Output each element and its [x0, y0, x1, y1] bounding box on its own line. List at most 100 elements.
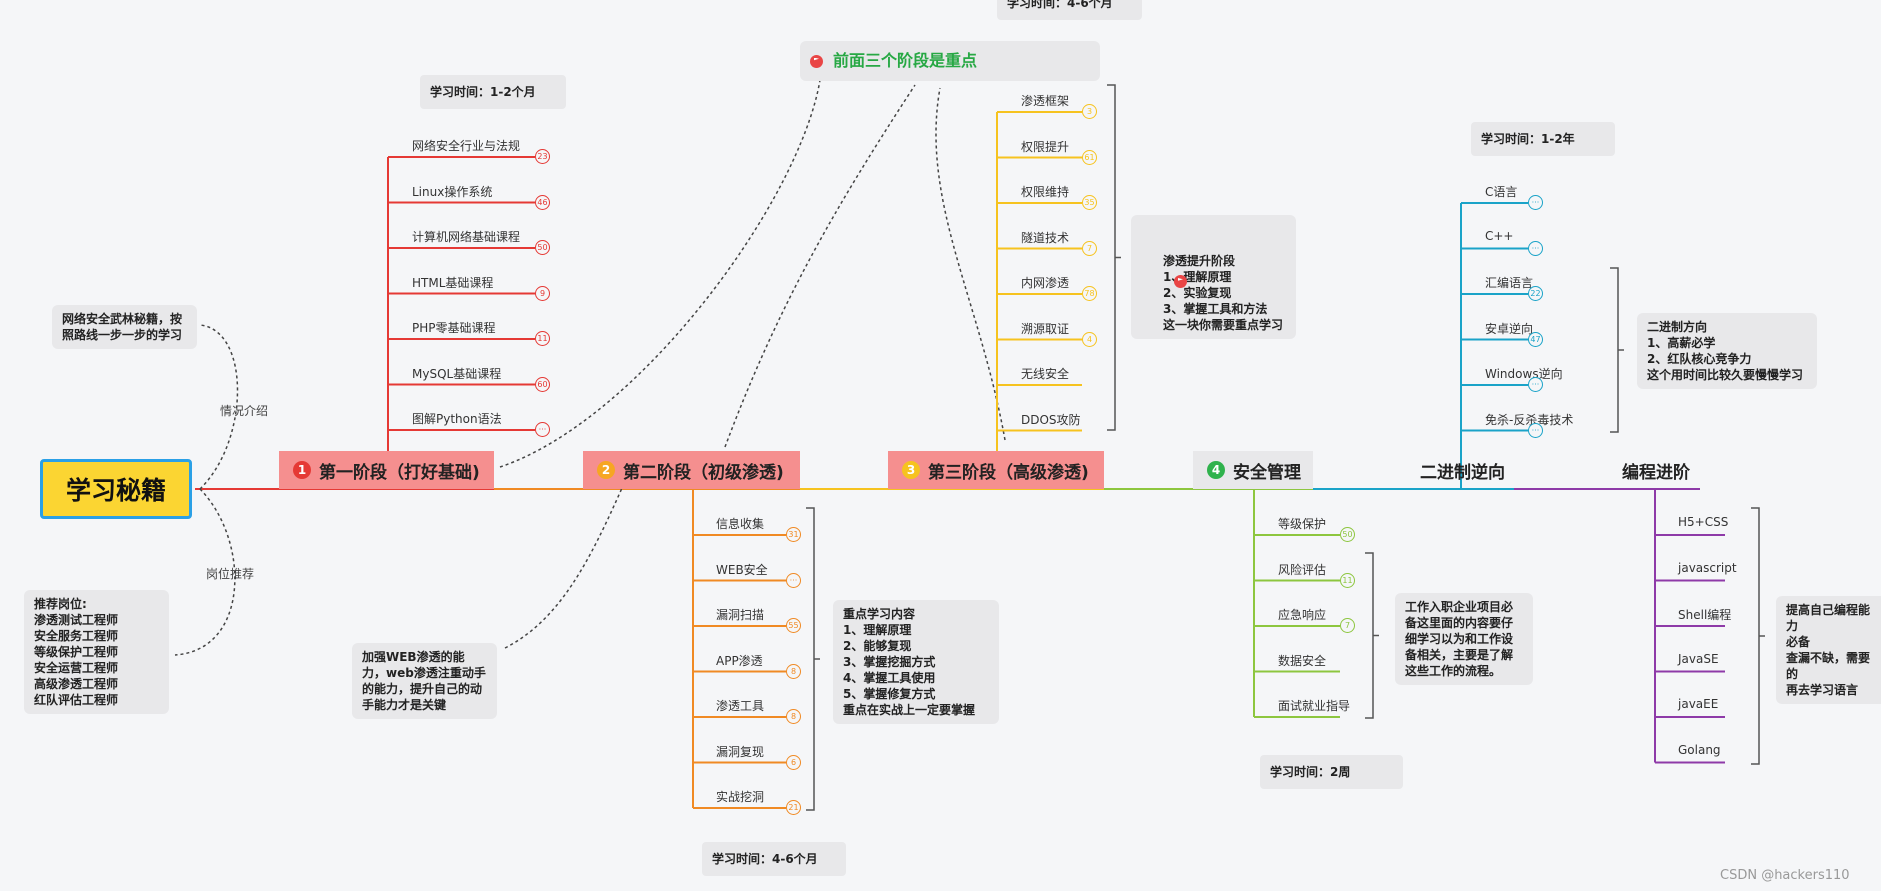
reverse-item[interactable]: 安卓逆向 — [1485, 321, 1534, 336]
stage1-item[interactable]: 计算机网络基础课程 — [412, 230, 521, 244]
stage4-item[interactable]: 应急响应 — [1278, 608, 1327, 622]
stage4-time: 学习时间：2周 — [1260, 755, 1403, 789]
reverse-count-badge[interactable]: ··· — [1528, 240, 1543, 256]
reverse-node[interactable]: 二进制逆向 — [1420, 463, 1505, 483]
stage1-node[interactable]: 1 第一阶段（打好基础) — [279, 451, 494, 489]
stage1-count-badge[interactable]: 23 — [535, 149, 550, 164]
reverse-item[interactable]: Windows逆向 — [1485, 367, 1563, 381]
stage3-item[interactable]: 无线安全 — [1021, 367, 1070, 381]
stage2-summary: 重点学习内容 1、理解原理 2、能够复现 3、掌握挖掘方式 4、掌握工具使用 5… — [833, 600, 999, 724]
stage4-item[interactable]: 等级保护 — [1278, 517, 1327, 531]
reverse-item[interactable]: C语言 — [1485, 185, 1518, 199]
stage2-item[interactable]: 信息收集 — [716, 517, 765, 531]
stage3-item[interactable]: 权限提升 — [1021, 139, 1070, 154]
reverse-item[interactable]: 免杀-反杀毒技术 — [1485, 412, 1574, 427]
highlight-note: 前面三个阶段是重点 — [800, 41, 1100, 81]
stage1-count-badge[interactable]: 60 — [535, 376, 550, 392]
programming-item[interactable]: Shell编程 — [1678, 608, 1732, 622]
stage1-count-badge[interactable]: 9 — [535, 285, 550, 301]
stage2-time: 学习时间：4-6个月 — [702, 842, 846, 876]
programming-item[interactable]: javaEE — [1678, 697, 1719, 711]
stage3-title: 第三阶段（高级渗透) — [928, 462, 1089, 483]
stage4-count-badge[interactable]: 11 — [1340, 572, 1355, 588]
stage4-count-badge[interactable]: 50 — [1340, 527, 1355, 542]
reverse-count-badge[interactable]: ··· — [1528, 377, 1543, 392]
programming-item[interactable]: javascript — [1678, 560, 1737, 575]
stage2-item[interactable]: WEB安全 — [716, 562, 768, 577]
programming-item[interactable]: JavaSE — [1678, 651, 1719, 666]
programming-summary: 提高自己编程能力 必备 查漏不缺，需要的 再去学习语言 — [1776, 596, 1881, 704]
stage1-item[interactable]: 网络安全行业与法规 — [412, 139, 521, 153]
stage3-count-badge[interactable]: 61 — [1082, 149, 1097, 165]
stage1-item[interactable]: HTML基础课程 — [412, 275, 494, 290]
stage2-count-badge[interactable]: 8 — [786, 663, 801, 679]
stage1-count-badge[interactable]: ··· — [535, 422, 550, 437]
stage1-count-badge[interactable]: 46 — [535, 194, 550, 210]
stage4-item[interactable]: 数据安全 — [1278, 653, 1327, 668]
stage3-item[interactable]: 渗透框架 — [1021, 94, 1070, 108]
stage2-item[interactable]: 渗透工具 — [716, 699, 765, 713]
stage2-note-dash — [504, 487, 623, 649]
stage2-number-icon: 2 — [597, 461, 615, 479]
stage3-highlight-dash — [935, 87, 1006, 441]
reverse-item[interactable]: C++ — [1485, 228, 1514, 243]
stage2-side-note: 加强WEB渗透的能 力，web渗透注重动手 的能力，提升自己的动 手能力才是关键 — [352, 643, 497, 719]
stage1-time: 学习时间：1-2个月 — [420, 75, 566, 109]
stage3-count-badge[interactable]: 3 — [1082, 104, 1097, 119]
stage4-bracket — [1365, 552, 1374, 719]
stage3-count-badge[interactable]: 4 — [1082, 331, 1097, 347]
stage3-item[interactable]: DDOS攻防 — [1021, 412, 1081, 427]
reverse-count-badge[interactable]: ··· — [1528, 422, 1543, 438]
stage1-count-badge[interactable]: 11 — [535, 331, 550, 346]
stage4-count-badge[interactable]: 7 — [1340, 618, 1355, 633]
reverse-count-badge[interactable]: 22 — [1528, 286, 1543, 301]
stage3-time: 学习时间：4-6个月 — [997, 0, 1142, 20]
flag-icon — [1174, 275, 1187, 288]
stage4-title: 安全管理 — [1233, 462, 1301, 483]
stage2-item[interactable]: 漏洞扫描 — [716, 608, 765, 622]
flag-icon — [810, 54, 823, 68]
stage2-count-badge[interactable]: 8 — [786, 709, 801, 724]
reverse-item[interactable]: 汇编语言 — [1485, 276, 1534, 290]
stage2-item[interactable]: 漏洞复现 — [716, 744, 765, 759]
stage1-title: 第一阶段（打好基础) — [319, 462, 480, 483]
stage1-item[interactable]: Linux操作系统 — [412, 184, 493, 199]
stage1-item[interactable]: MySQL基础课程 — [412, 366, 502, 381]
stage2-count-badge[interactable]: 6 — [786, 754, 801, 770]
programming-item[interactable]: Golang — [1678, 742, 1721, 757]
reverse-count-badge[interactable]: ··· — [1528, 195, 1543, 210]
stage1-item[interactable]: PHP零基础课程 — [412, 321, 496, 335]
programming-node[interactable]: 编程进阶 — [1622, 463, 1690, 483]
stage3-count-badge[interactable]: 7 — [1082, 240, 1097, 256]
stage4-item[interactable]: 风险评估 — [1278, 562, 1327, 577]
reverse-count-badge[interactable]: 47 — [1528, 331, 1543, 347]
stage1-count-badge[interactable]: 50 — [535, 240, 550, 255]
stage3-bracket — [1107, 84, 1116, 431]
stage2-count-badge[interactable]: 21 — [786, 800, 801, 815]
stage4-item[interactable]: 面试就业指导 — [1278, 699, 1351, 713]
intro-dash — [199, 324, 239, 490]
stage2-item[interactable]: APP渗透 — [716, 653, 763, 668]
stage1-item[interactable]: 图解Python语法 — [412, 412, 502, 426]
stage3-item[interactable]: 权限维持 — [1021, 185, 1070, 199]
stage2-item[interactable]: 实战挖洞 — [716, 790, 765, 804]
stage3-item[interactable]: 溯源取证 — [1021, 321, 1070, 336]
stage3-node[interactable]: 3 第三阶段（高级渗透) — [888, 451, 1104, 489]
stage2-node[interactable]: 2 第二阶段（初级渗透) — [583, 451, 800, 489]
intro-note: 网络安全武林秘籍，按 照路线一步一步的学习 — [52, 305, 197, 349]
root-node[interactable]: 学习秘籍 — [40, 459, 192, 519]
stage4-node[interactable]: 4 安全管理 — [1193, 451, 1313, 489]
highlight-text: 前面三个阶段是重点 — [833, 51, 978, 70]
stage3-count-badge[interactable]: 35 — [1082, 195, 1097, 210]
stage2-count-badge[interactable]: ··· — [786, 572, 801, 588]
programming-item[interactable]: H5+CSS — [1678, 515, 1729, 529]
stage2-count-badge[interactable]: 31 — [786, 527, 801, 542]
stage3-count-badge[interactable]: 78 — [1082, 286, 1097, 301]
intro-label: 情况介绍 — [220, 404, 269, 418]
stage3-item[interactable]: 内网渗透 — [1021, 276, 1070, 290]
stage2-count-badge[interactable]: 55 — [786, 618, 801, 633]
stage2-bracket — [806, 507, 815, 811]
stage3-item[interactable]: 隧道技术 — [1021, 230, 1070, 245]
stage3-summary-text: 渗透提升阶段 1、理解原理 2、实验复现 3、掌握工具和方法 这一块你需要重点学… — [1163, 254, 1284, 332]
